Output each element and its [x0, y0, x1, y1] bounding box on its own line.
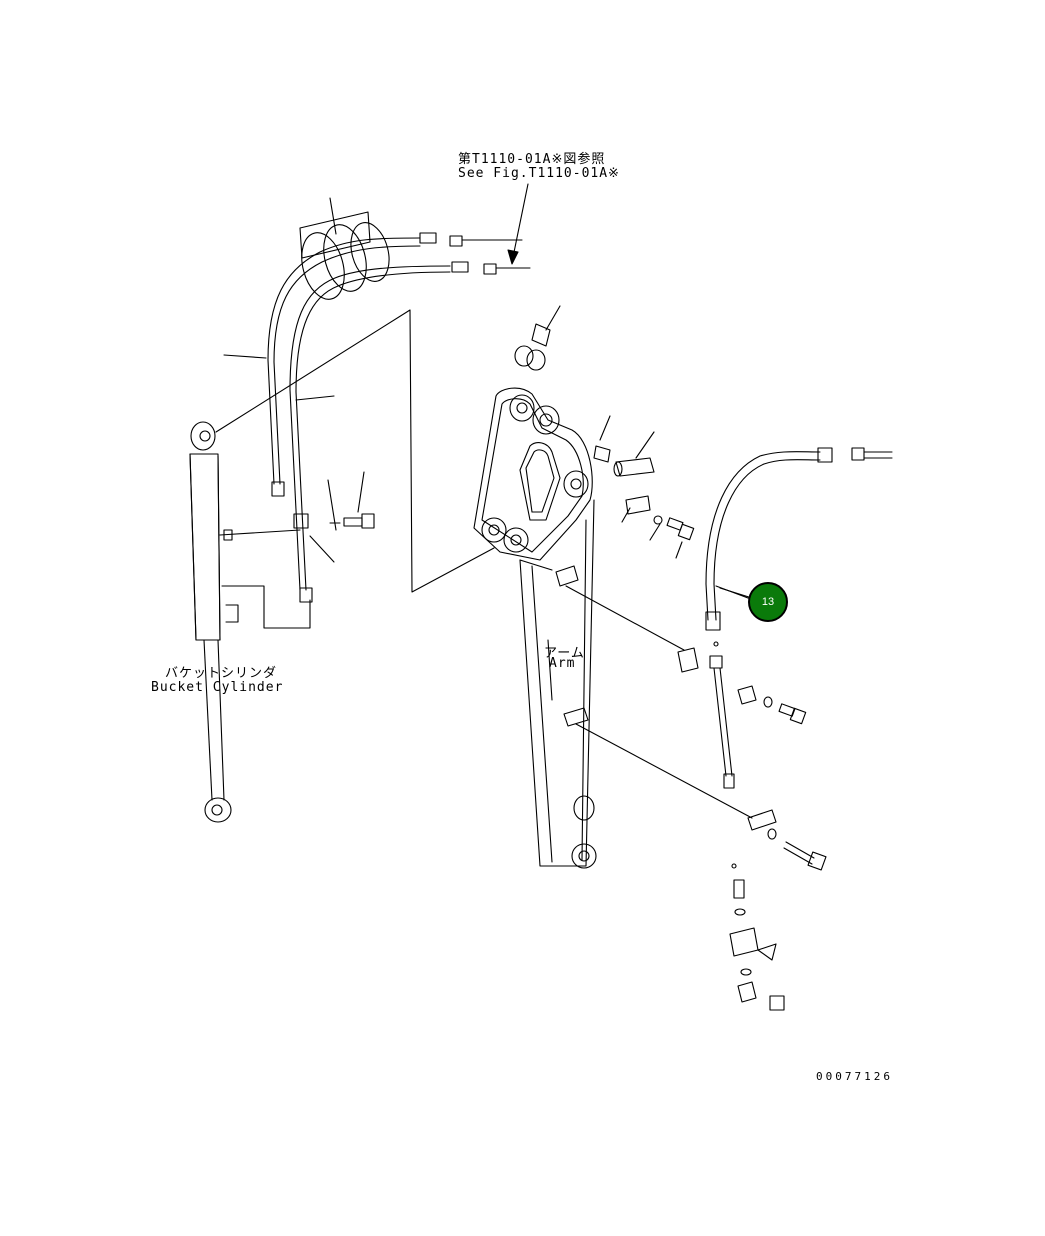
hose-right [705, 447, 893, 631]
reference-label-en: See Fig.T1110-01A※ [458, 166, 620, 181]
right-small-parts [737, 685, 827, 871]
reference-label-jp: 第T1110-01A※図参照 [458, 152, 606, 167]
arm-label-jp: アーム [544, 646, 585, 661]
hose-bundle-left [267, 211, 531, 603]
drawing-code: 00077126 [816, 1070, 893, 1083]
callout-13-number: 13 [761, 596, 775, 608]
callout-13[interactable]: 13 [748, 582, 788, 622]
callout-13-leader [719, 587, 753, 599]
arm-clamps [555, 565, 777, 831]
bucket-cylinder-label-jp: バケットシリンダ [165, 666, 278, 681]
bolt-left [329, 513, 375, 529]
bucket-cylinder-label-en: Bucket Cylinder [151, 680, 284, 695]
leader-frame [215, 309, 495, 593]
arm-top-parts [514, 305, 695, 559]
arm-body [473, 387, 597, 869]
bucket-cylinder [189, 421, 311, 823]
tube-lower-right [709, 641, 785, 1011]
leader-lines-left [223, 197, 365, 563]
arm-label-en: Arm [549, 656, 576, 671]
reference-arrow [507, 183, 529, 265]
